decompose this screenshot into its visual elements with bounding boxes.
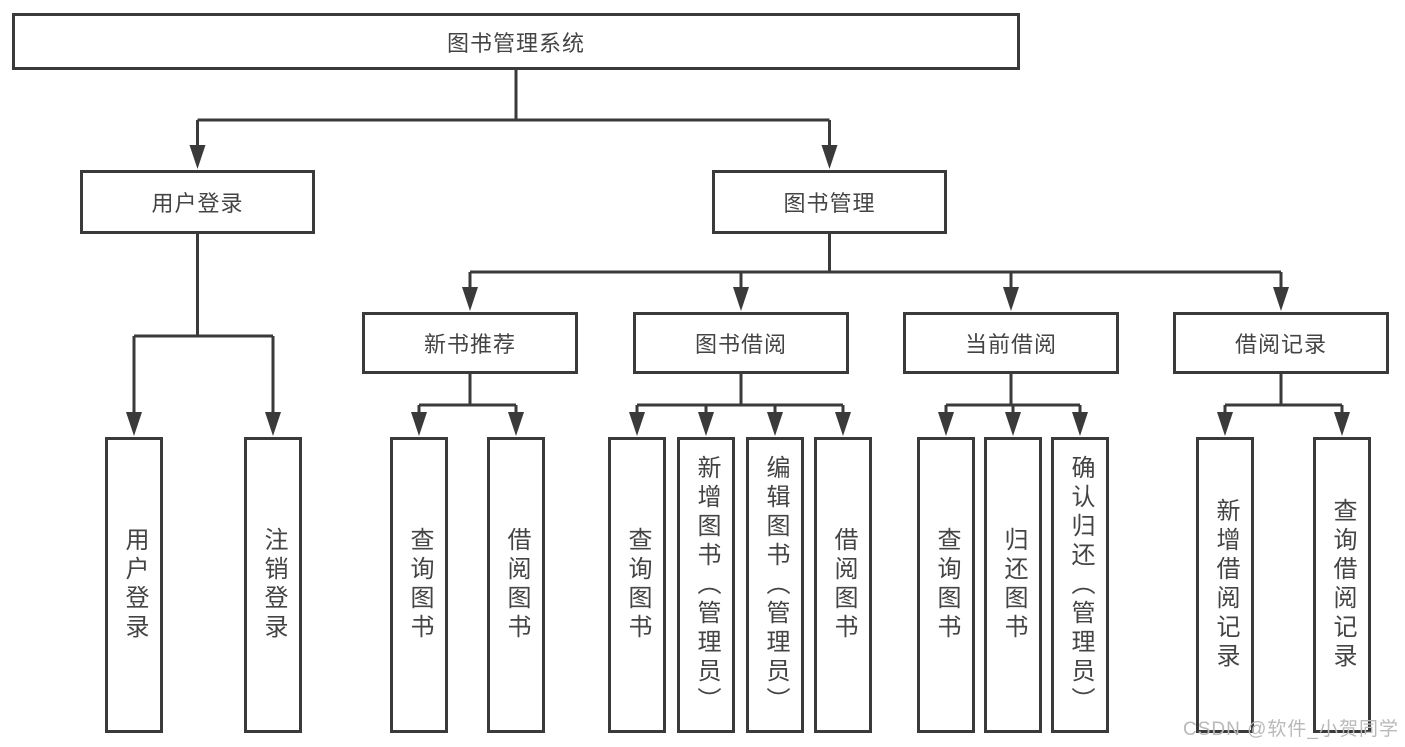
leaf-cb-query-books-label: 查询图书 bbox=[933, 527, 960, 643]
node-new-book-recommend-label: 新书推荐 bbox=[423, 332, 516, 357]
leaf-bb-add-books-admin-label: 新增图书（管理员） bbox=[693, 454, 720, 716]
arrow-icon bbox=[629, 412, 645, 436]
arrow-icon bbox=[1003, 287, 1019, 311]
leaf-bb-add-books-admin: 新增图书（管理员） bbox=[677, 437, 735, 733]
leaf-bb-borrow-books-label: 借阅图书 bbox=[830, 527, 857, 643]
arrow-icon bbox=[698, 412, 714, 436]
arrow-icon bbox=[462, 287, 478, 311]
node-book-borrowing-label: 图书借阅 bbox=[694, 332, 787, 357]
leaf-br-query-record: 查询借阅记录 bbox=[1313, 437, 1371, 733]
leaf-nbr-query-books-label: 查询图书 bbox=[406, 527, 433, 643]
node-borrowing-records: 借阅记录 bbox=[1173, 312, 1389, 374]
arrow-icon bbox=[821, 145, 838, 169]
arrow-icon bbox=[1334, 412, 1350, 436]
leaf-user-login-label: 用户登录 bbox=[121, 527, 148, 643]
leaf-bb-query-books: 查询图书 bbox=[608, 437, 666, 733]
leaf-br-add-record: 新增借阅记录 bbox=[1196, 437, 1254, 733]
leaf-nbr-borrow-books: 借阅图书 bbox=[487, 437, 545, 733]
leaf-logout: 注销登录 bbox=[244, 437, 302, 733]
arrow-icon bbox=[411, 412, 427, 436]
node-book-management: 图书管理 bbox=[712, 170, 947, 234]
arrow-icon bbox=[835, 412, 851, 436]
arrow-icon bbox=[767, 412, 783, 436]
node-user-login-label: 用户登录 bbox=[151, 191, 244, 216]
arrow-icon bbox=[1217, 412, 1233, 436]
leaf-nbr-borrow-books-label: 借阅图书 bbox=[503, 527, 530, 643]
arrowheads bbox=[126, 145, 1350, 436]
arrow-icon bbox=[1072, 412, 1088, 436]
leaf-bb-edit-books-admin-label: 编辑图书（管理员） bbox=[762, 454, 789, 716]
node-current-borrowing: 当前借阅 bbox=[903, 312, 1119, 374]
leaf-user-login: 用户登录 bbox=[105, 437, 163, 733]
leaf-nbr-query-books: 查询图书 bbox=[390, 437, 448, 733]
leaf-br-query-record-label: 查询借阅记录 bbox=[1329, 498, 1356, 672]
leaf-cb-query-books: 查询图书 bbox=[917, 437, 975, 733]
node-library-system-label: 图书管理系统 bbox=[446, 30, 585, 56]
leaf-logout-label: 注销登录 bbox=[260, 527, 287, 643]
leaf-bb-query-books-label: 查询图书 bbox=[624, 527, 651, 643]
arrow-icon bbox=[189, 145, 206, 169]
node-current-borrowing-label: 当前借阅 bbox=[964, 332, 1057, 357]
arrow-icon bbox=[126, 412, 142, 436]
csdn-watermark: CSDN @软件_小贺同学 bbox=[1183, 719, 1399, 740]
node-book-borrowing: 图书借阅 bbox=[633, 312, 849, 374]
leaf-cb-return-books: 归还图书 bbox=[984, 437, 1042, 733]
leaf-bb-borrow-books: 借阅图书 bbox=[814, 437, 872, 733]
node-user-login: 用户登录 bbox=[80, 170, 315, 234]
arrow-icon bbox=[733, 287, 749, 311]
arrow-icon bbox=[938, 412, 954, 436]
leaf-cb-return-books-label: 归还图书 bbox=[1000, 527, 1027, 643]
node-book-management-label: 图书管理 bbox=[783, 191, 876, 216]
leaf-cb-confirm-return-admin: 确认归还（管理员） bbox=[1051, 437, 1109, 733]
arrow-icon bbox=[508, 412, 524, 436]
arrow-icon bbox=[265, 412, 281, 436]
leaf-bb-edit-books-admin: 编辑图书（管理员） bbox=[746, 437, 804, 733]
leaf-br-add-record-label: 新增借阅记录 bbox=[1212, 498, 1239, 672]
node-library-system: 图书管理系统 bbox=[12, 13, 1020, 70]
arrow-icon bbox=[1005, 412, 1021, 436]
leaf-cb-confirm-return-admin-label: 确认归还（管理员） bbox=[1067, 454, 1094, 716]
node-new-book-recommend: 新书推荐 bbox=[362, 312, 578, 374]
arrow-icon bbox=[1273, 287, 1289, 311]
node-borrowing-records-label: 借阅记录 bbox=[1234, 332, 1327, 357]
